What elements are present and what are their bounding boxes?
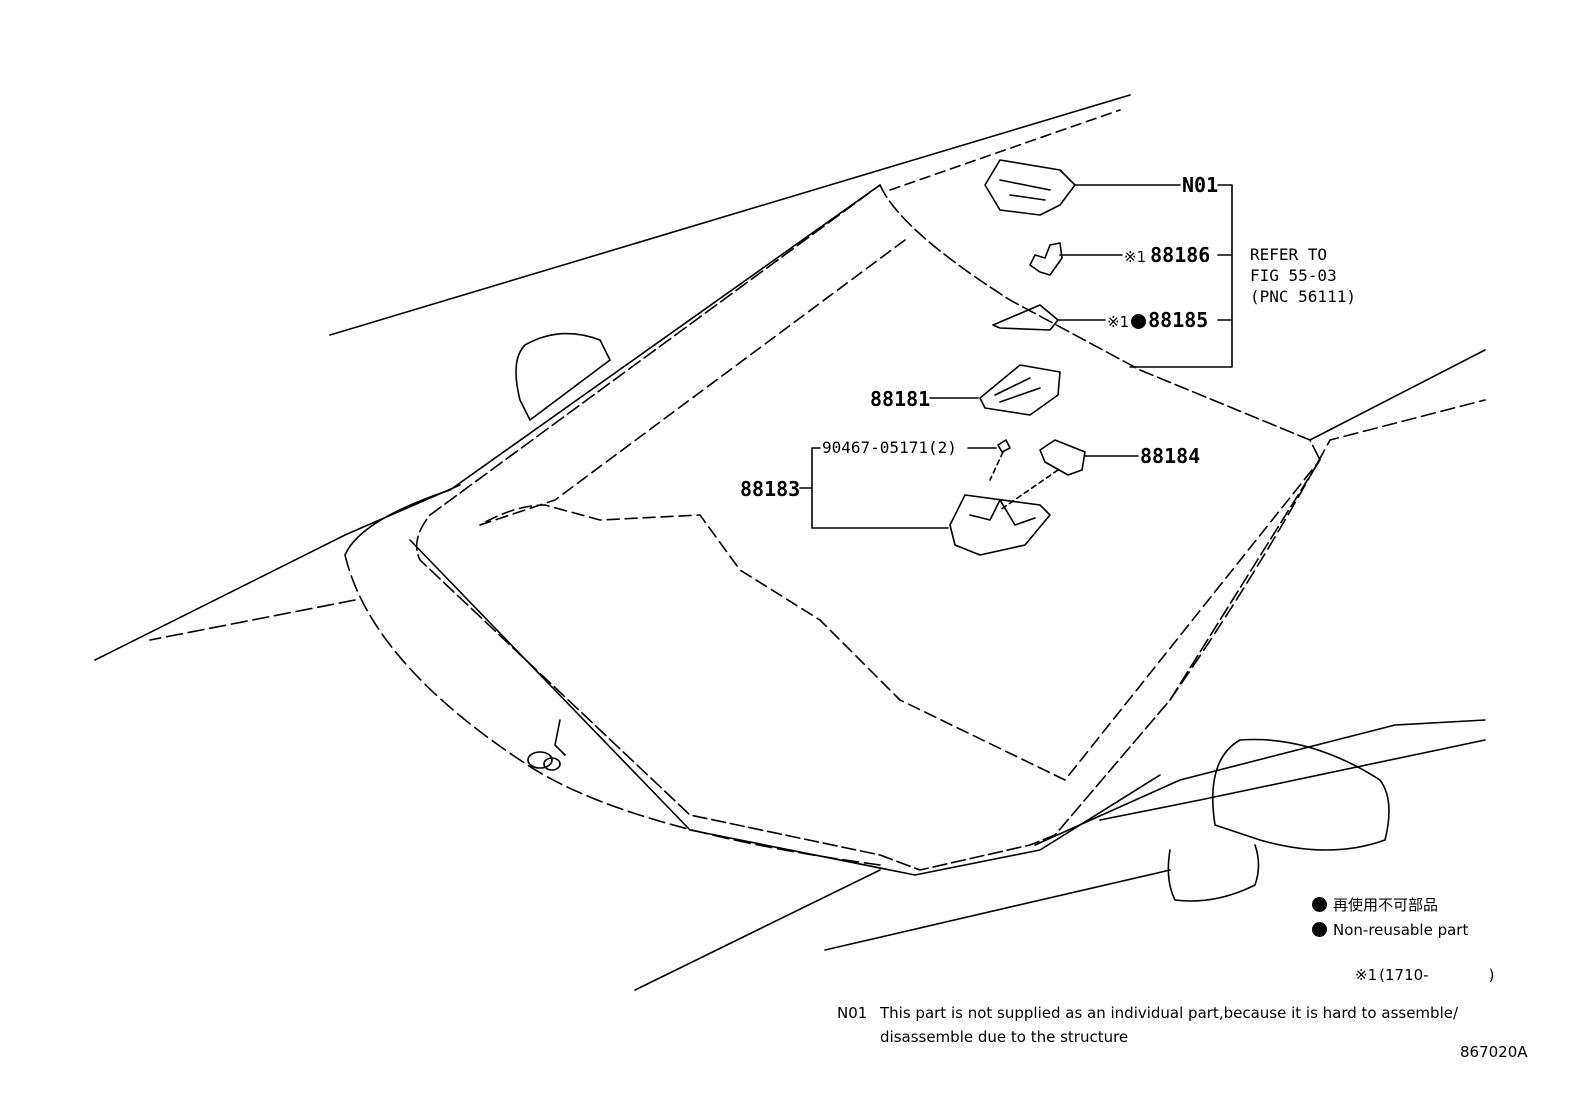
windshield-inner bbox=[479, 239, 1321, 781]
range-note: ※1(1710-) bbox=[1355, 968, 1494, 983]
range-note-close: ) bbox=[1488, 966, 1495, 984]
rear-window-shape bbox=[515, 332, 611, 421]
range-mark-88186: ※1 bbox=[1124, 248, 1147, 266]
range-mark-88185: ※1 bbox=[1107, 313, 1130, 331]
legend-en-text: Non-reusable part bbox=[1333, 921, 1469, 939]
part-n01-shape bbox=[984, 159, 1076, 216]
lower-body-2 bbox=[824, 869, 1171, 951]
hood-line bbox=[94, 484, 461, 661]
non-reusable-dot-icon bbox=[1131, 314, 1147, 329]
refer-line-2: FIG 55-03 bbox=[1250, 266, 1337, 285]
label-88184: 88184 bbox=[1140, 444, 1201, 468]
washer-nozzle-2 bbox=[543, 757, 561, 771]
legend-jp-text: 再使用不可部品 bbox=[1333, 896, 1439, 914]
side-mirror-stem bbox=[1167, 844, 1260, 902]
n01-footnote-line-2: disassemble due to the structure bbox=[880, 1028, 1129, 1046]
lower-body bbox=[634, 869, 881, 991]
part-88186-shape bbox=[1029, 242, 1063, 276]
legend-en: Non-reusable part bbox=[1312, 922, 1468, 938]
part-90467-shape bbox=[997, 439, 1011, 453]
refer-bracket bbox=[1129, 184, 1233, 368]
label-88181: 88181 bbox=[870, 387, 931, 411]
body-right-3 bbox=[1034, 719, 1486, 846]
washer-nozzle bbox=[527, 751, 553, 769]
hood-curve bbox=[344, 554, 881, 866]
part-88184-shape bbox=[1039, 439, 1086, 476]
label-88186: 88186 bbox=[1150, 243, 1211, 267]
range-note-mark: ※1 bbox=[1355, 966, 1378, 984]
washer-hose bbox=[554, 719, 566, 756]
n01-footnote-key: N01 bbox=[837, 1004, 868, 1022]
windshield-outer bbox=[415, 184, 1321, 871]
body-right-1 bbox=[1309, 349, 1486, 441]
side-mirror bbox=[1212, 738, 1390, 851]
label-88183: 88183 bbox=[740, 477, 801, 501]
non-reusable-dot-icon bbox=[1312, 922, 1327, 937]
roof-line-2 bbox=[889, 109, 1121, 191]
figure-code: 867020A bbox=[1460, 1043, 1528, 1061]
legend-jp: 再使用不可部品 bbox=[1312, 897, 1438, 913]
body-right-4 bbox=[1099, 739, 1486, 821]
non-reusable-dot-icon bbox=[1312, 897, 1327, 912]
label-90467: 90467-05171(2) bbox=[822, 438, 957, 457]
refer-note: REFER TO FIG 55-03 (PNC 56111) bbox=[1250, 244, 1356, 307]
part-88185-shape bbox=[992, 304, 1059, 331]
refer-line-3: (PNC 56111) bbox=[1250, 287, 1356, 306]
roof-line bbox=[329, 94, 1131, 336]
cover-guide bbox=[999, 469, 1059, 511]
label-88185-group: ※1 88185 bbox=[1107, 310, 1208, 330]
range-note-open: (1710- bbox=[1379, 966, 1429, 984]
n01-footnote-line-1: This part is not supplied as an individu… bbox=[880, 1004, 1459, 1022]
part-88183-shape bbox=[949, 494, 1051, 556]
windshield-frame bbox=[409, 539, 1161, 876]
part-88181-shape bbox=[979, 364, 1061, 416]
clip-guide bbox=[989, 451, 1004, 481]
label-88185: 88185 bbox=[1148, 308, 1209, 332]
refer-line-1: REFER TO bbox=[1250, 245, 1328, 264]
label-n01: N01 bbox=[1182, 173, 1219, 197]
hood-curve-2 bbox=[149, 599, 356, 641]
body-right-2 bbox=[1169, 399, 1486, 701]
leader-88183-bracket bbox=[799, 447, 949, 529]
